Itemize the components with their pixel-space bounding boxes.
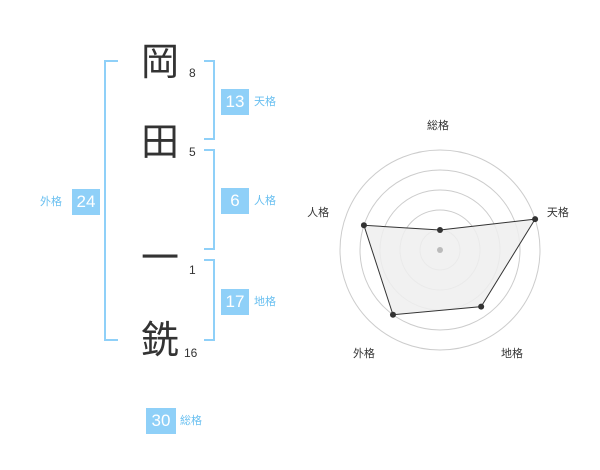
stroke-count-3: 1: [189, 263, 196, 277]
tenkaku-value: 13: [221, 89, 249, 115]
soukaku-label: 総格: [180, 414, 202, 427]
stroke-count-2: 5: [189, 145, 196, 159]
name-char-4: 銑: [140, 318, 179, 362]
name-char-3: 一: [140, 236, 179, 280]
chikaku-label: 地格: [254, 295, 276, 308]
radar-center-dot: [437, 247, 443, 253]
radar-chart: [339, 149, 541, 351]
stroke-count-4: 16: [184, 346, 198, 360]
radar-axis-label-2: 天格: [546, 206, 569, 220]
radar-polygon: [363, 218, 537, 316]
fortune-brackets: [104, 60, 215, 341]
radar-grid-ring: [359, 169, 521, 331]
name-char-1: 岡: [140, 40, 179, 84]
jinkaku-bracket: [204, 149, 215, 250]
soukaku-value: 30: [146, 408, 176, 434]
radar-point-1: [437, 227, 443, 233]
gaikaku-label: 外格: [40, 195, 62, 208]
jinkaku-label: 人格: [254, 194, 276, 207]
radar-point-5: [360, 222, 367, 229]
radar-grid-ring: [339, 149, 541, 351]
stroke-count-1: 8: [189, 66, 196, 80]
radar-point-2: [532, 216, 539, 223]
radar-axis-label-5: 人格: [307, 206, 330, 220]
radar-point-3: [478, 303, 485, 310]
radar-axis-label-1: 総格: [427, 119, 449, 132]
gaikaku-value: 24: [72, 189, 100, 215]
jinkaku-value: 6: [221, 188, 249, 214]
name-char-2: 田: [140, 120, 179, 164]
chikaku-bracket: [204, 259, 215, 341]
radar-point-4: [389, 311, 396, 318]
tenkaku-bracket: [204, 60, 215, 140]
radar-axis-label-3: 地格: [501, 346, 524, 360]
gaikaku-bracket: [104, 60, 118, 341]
tenkaku-label: 天格: [254, 95, 276, 108]
radar-axis-label-4: 外格: [352, 346, 375, 360]
chikaku-value: 17: [221, 289, 249, 315]
